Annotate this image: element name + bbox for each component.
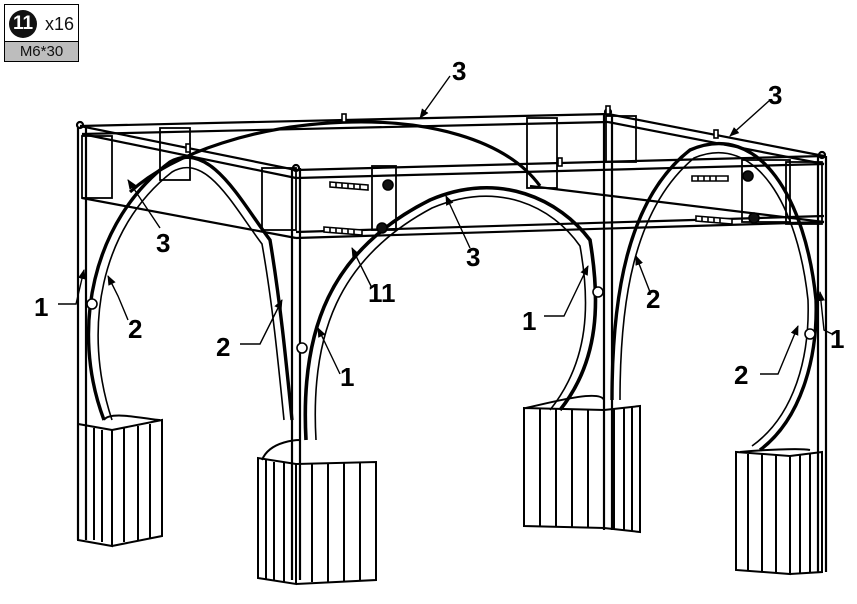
- callout-3-back-arch: 3: [452, 56, 466, 86]
- callout-1-front-arch: 1: [340, 362, 354, 392]
- callout-3-front-arch: 3: [466, 242, 480, 272]
- callout-2-right-lower: 2: [734, 360, 748, 390]
- part-11-legend: 11 x16 M6*30: [4, 4, 79, 62]
- callout-2-right-arch: 2: [646, 284, 660, 314]
- callout-1-left-post: 1: [34, 292, 48, 322]
- bolt-1: [329, 179, 394, 191]
- bolt-3: [691, 170, 754, 182]
- planter-boxes: [77, 404, 823, 586]
- part-quantity: x16: [45, 14, 75, 34]
- callout-11-bolt: 11: [368, 278, 396, 308]
- part-spec: M6*30: [4, 42, 79, 62]
- callout-labels: 3 3 3 3 1 2 2 1 11 1 2 1 2: [34, 56, 844, 392]
- arch-clips: [86, 105, 816, 354]
- leader-lines: [58, 75, 833, 375]
- part-number-badge: 11: [9, 10, 37, 38]
- callout-3-right-top: 3: [768, 80, 782, 110]
- bolt-4: [695, 212, 760, 225]
- callout-2-centre-left: 2: [216, 332, 230, 362]
- part-legend-header: 11 x16: [4, 4, 79, 42]
- bolt-2: [323, 222, 388, 236]
- bolts: [323, 170, 760, 236]
- arches: [86, 120, 818, 461]
- callout-1-right-post: 1: [830, 324, 844, 354]
- callout-3-left-arch: 3: [156, 228, 170, 258]
- callout-1-back-right-post: 1: [522, 306, 536, 336]
- callout-2-left-arch: 2: [128, 314, 142, 344]
